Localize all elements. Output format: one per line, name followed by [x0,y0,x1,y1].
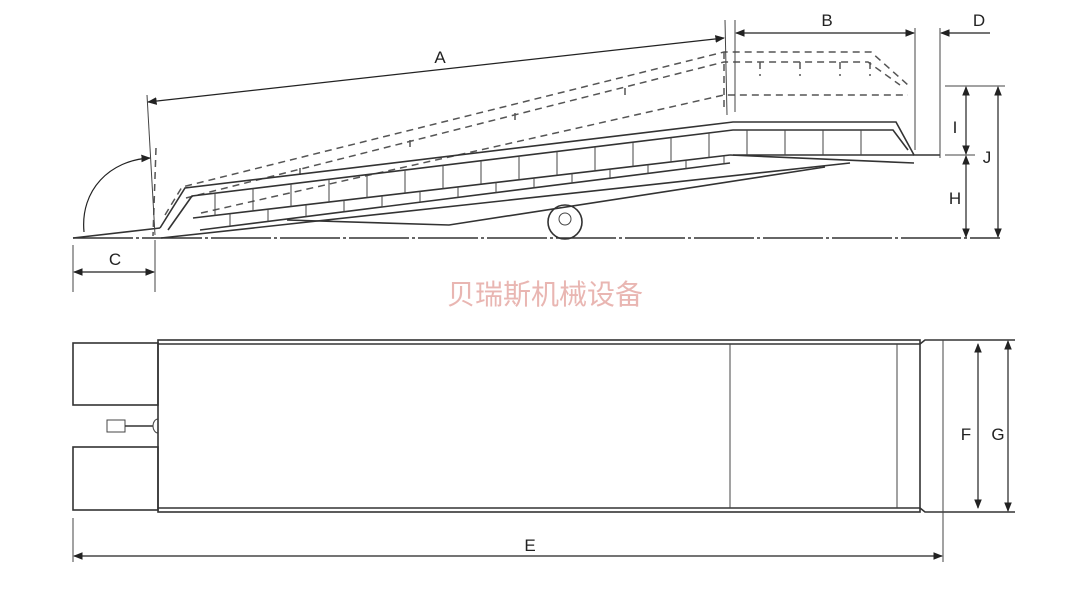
label-h: H [949,189,961,208]
label-d: D [973,11,985,30]
raised-ramp-outline [164,51,909,216]
lip-left-bottom [72,446,159,511]
label-e: E [524,536,535,555]
label-g: G [991,425,1004,444]
dimension-a-arrow [147,35,725,105]
label-c: C [109,250,121,269]
watermark-text: 贝瑞斯机械设备 [447,278,643,311]
tow-hitch [106,419,126,433]
lip-rotation-arrow [83,154,151,233]
ramp-deck [72,121,940,240]
label-i: I [953,118,958,137]
lip-plate [72,227,161,239]
label-b: B [821,11,832,30]
lip-left-top [72,342,159,406]
label-f: F [961,425,971,444]
wheel-hub [558,212,572,226]
lip-dashed [152,147,157,237]
label-a: A [434,48,446,67]
plan-view: F G E [72,339,1015,562]
wheel [547,204,583,240]
deck-plan [157,339,921,513]
label-j: J [983,148,992,167]
side-view: A B D C I J H [72,11,1005,292]
